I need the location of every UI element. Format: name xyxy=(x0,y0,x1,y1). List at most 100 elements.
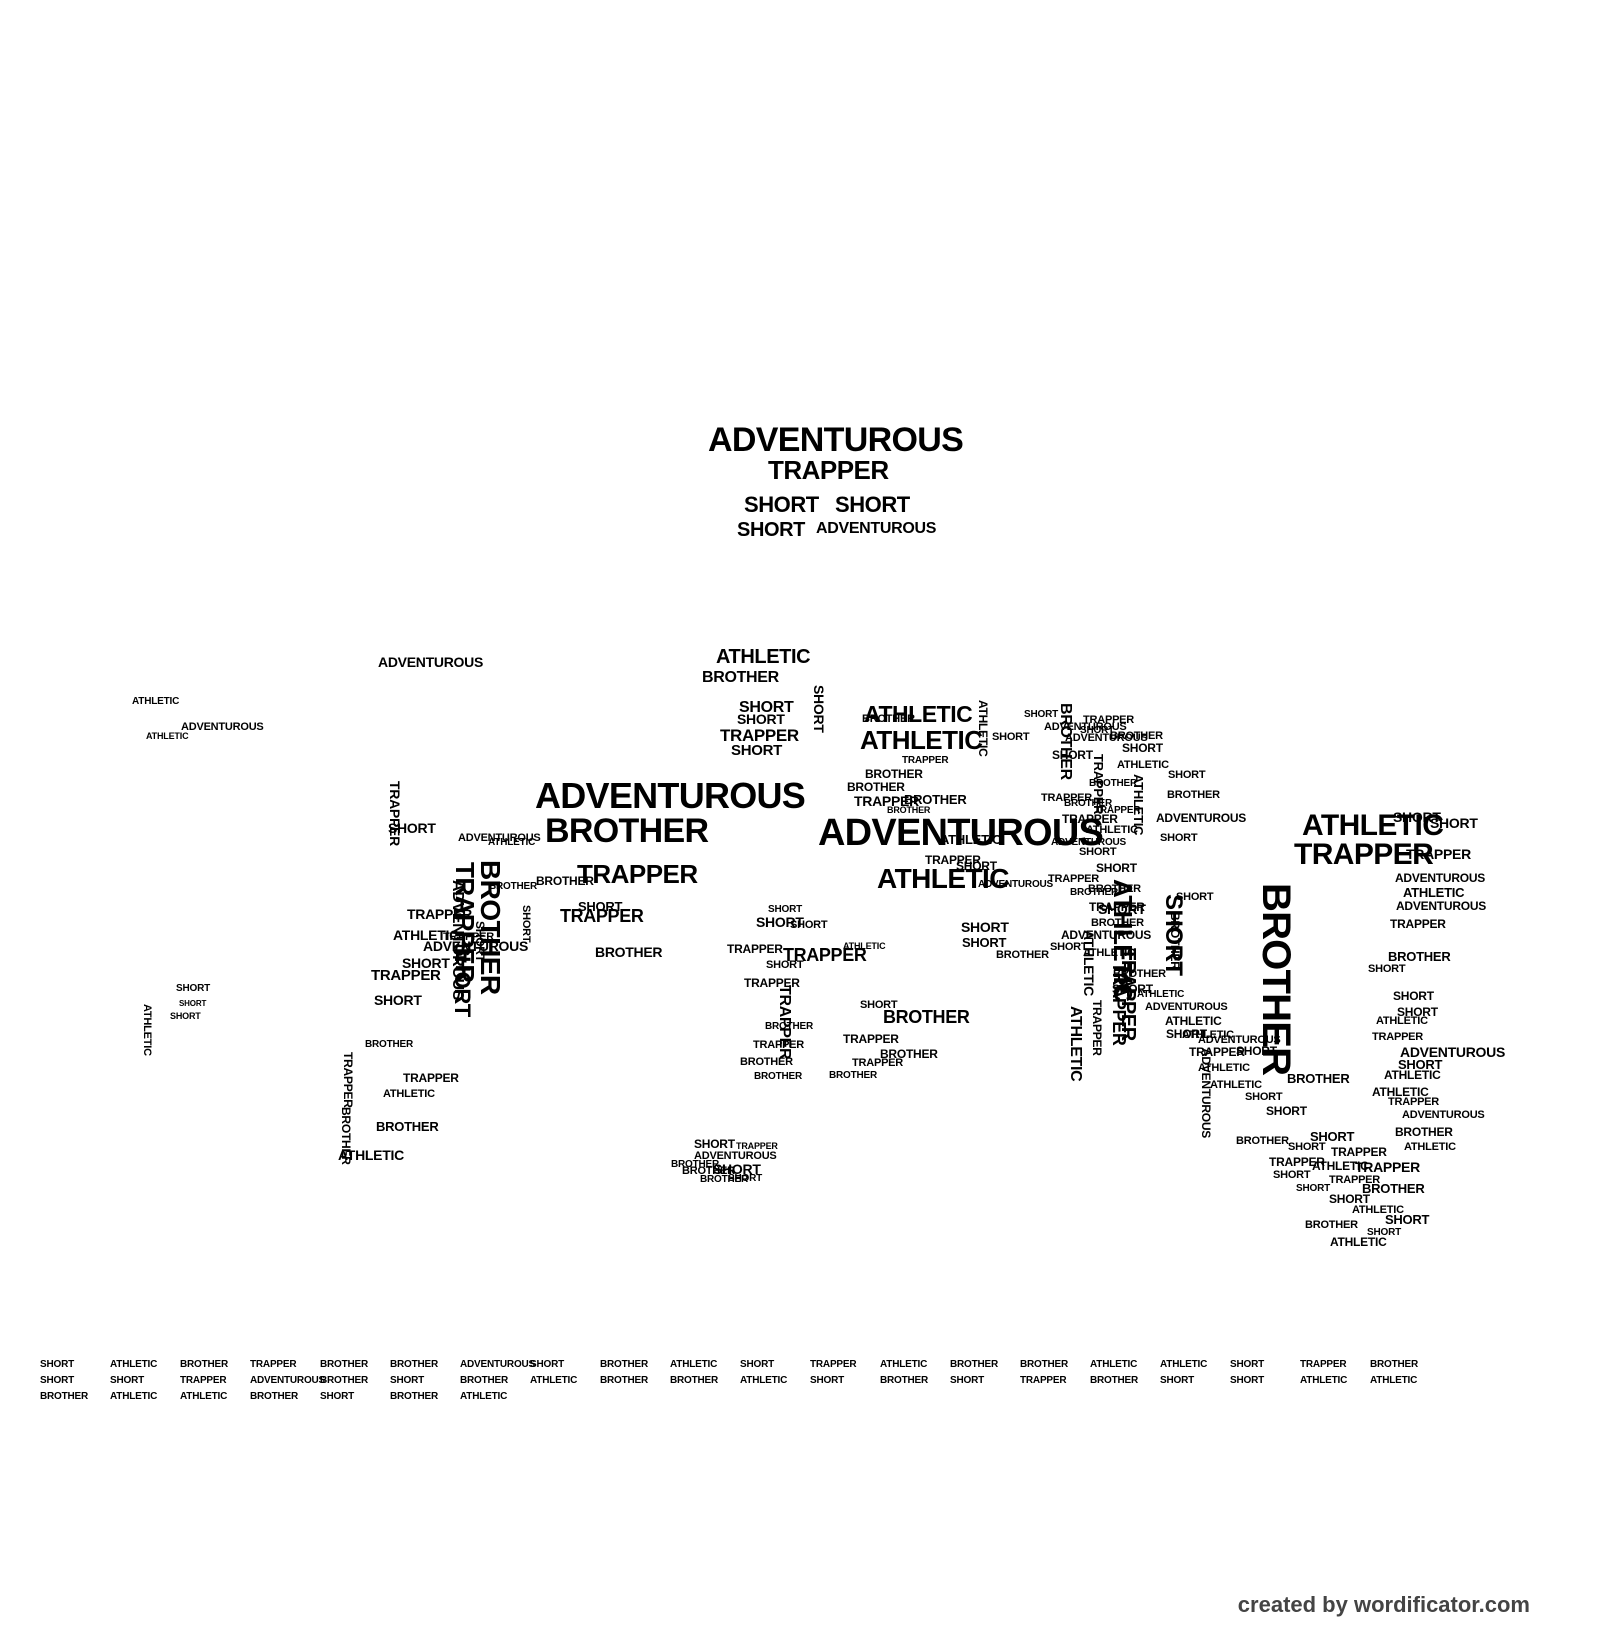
cloud-word-athletic: ATHLETIC xyxy=(1117,759,1169,771)
cloud-word-trapper: TRAPPER xyxy=(1331,1145,1387,1159)
cloud-word-athletic: ATHLETIC xyxy=(1086,824,1138,836)
cloud-word-short: SHORT xyxy=(388,820,436,836)
cloud-word-brother: BROTHER xyxy=(595,944,663,960)
cloud-word-athletic: ATHLETIC xyxy=(1312,1159,1369,1173)
cloud-word-adventurous: ADVENTUROUS xyxy=(1400,1044,1506,1060)
cloud-word-trapper: TRAPPER xyxy=(1089,900,1145,914)
cloud-word-short: SHORT xyxy=(811,685,827,733)
cloud-word-short: SHORT xyxy=(1050,941,1088,953)
cloud-word-trapper: TRAPPER xyxy=(560,906,644,926)
cloud-word-short: SHORT xyxy=(962,935,1007,950)
cloud-word-athletic: ATHLETIC xyxy=(1165,1014,1222,1028)
cloud-word-trapper: TRAPPER xyxy=(1020,1375,1067,1386)
cloud-word-brother: BROTHER xyxy=(545,812,709,850)
cloud-word-brother: BROTHER xyxy=(1020,1359,1069,1370)
cloud-word-short: SHORT xyxy=(40,1359,75,1370)
cloud-word-athletic: ATHLETIC xyxy=(488,837,536,848)
cloud-word-trapper: TRAPPER xyxy=(1294,838,1434,871)
cloud-word-brother: BROTHER xyxy=(460,1375,509,1386)
cloud-word-brother: BROTHER xyxy=(754,1071,803,1082)
cloud-word-athletic: ATHLETIC xyxy=(530,1375,578,1386)
cloud-word-adventurous: ADVENTUROUS xyxy=(1044,721,1127,733)
cloud-word-athletic: ATHLETIC xyxy=(877,863,1009,894)
cloud-word-trapper: TRAPPER xyxy=(810,1359,857,1370)
cloud-word-athletic: ATHLETIC xyxy=(132,696,180,707)
cloud-word-athletic: ATHLETIC xyxy=(460,1391,508,1402)
cloud-word-brother: BROTHER xyxy=(765,1021,814,1032)
cloud-word-brother: BROTHER xyxy=(1088,883,1141,895)
cloud-word-short: SHORT xyxy=(1430,815,1478,831)
cloud-word-short: SHORT xyxy=(170,1011,201,1021)
cloud-word-athletic: ATHLETIC xyxy=(1198,1062,1250,1074)
cloud-word-short: SHORT xyxy=(1236,1044,1277,1058)
cloud-word-trapper: TRAPPER xyxy=(341,1052,355,1108)
cloud-word-short: SHORT xyxy=(1397,1005,1438,1019)
cloud-word-athletic: ATHLETIC xyxy=(1302,809,1444,842)
cloud-word-adventurous: ADVENTUROUS xyxy=(818,812,1104,854)
cloud-word-athletic: ATHLETIC xyxy=(1083,947,1135,959)
cloud-word-adventurous: ADVENTUROUS xyxy=(458,832,541,844)
cloud-word-athletic: ATHLETIC xyxy=(976,700,990,757)
cloud-word-athletic: ATHLETIC xyxy=(110,1391,158,1402)
cloud-word-trapper: TRAPPER xyxy=(443,931,495,943)
cloud-word-short: SHORT xyxy=(1168,769,1206,781)
cloud-word-brother: BROTHER xyxy=(671,1159,720,1170)
cloud-word-trapper: TRAPPER xyxy=(371,967,441,984)
cloud-word-trapper: TRAPPER xyxy=(902,755,949,766)
cloud-word-brother: BROTHER xyxy=(1070,887,1119,898)
cloud-word-short: SHORT xyxy=(1166,1027,1207,1041)
cloud-word-athletic: ATHLETIC xyxy=(1160,1359,1208,1370)
cloud-word-short: SHORT xyxy=(520,905,532,943)
cloud-word-short: SHORT xyxy=(992,731,1030,743)
cloud-word-short: SHORT xyxy=(1367,1227,1402,1238)
cloud-word-brother: BROTHER xyxy=(865,767,923,781)
cloud-word-short: SHORT xyxy=(713,1161,761,1177)
cloud-word-adventurous: ADVENTUROUS xyxy=(1198,1034,1281,1046)
cloud-word-athletic: ATHLETIC xyxy=(180,1391,228,1402)
cloud-word-brother: BROTHER xyxy=(1395,1125,1453,1139)
cloud-word-brother: BROTHER xyxy=(880,1047,938,1061)
cloud-word-athletic: ATHLETIC xyxy=(1372,1085,1429,1099)
cloud-word-short: SHORT xyxy=(1393,809,1441,825)
cloud-word-adventurous: ADVENTUROUS xyxy=(1396,899,1487,913)
cloud-word-brother: BROTHER xyxy=(1090,1375,1139,1386)
cloud-word-adventurous: ADVENTUROUS xyxy=(250,1375,326,1386)
cloud-word-short: SHORT xyxy=(744,492,819,517)
cloud-word-short: SHORT xyxy=(1176,891,1214,903)
cloud-word-short: SHORT xyxy=(578,899,623,914)
cloud-word-short: SHORT xyxy=(756,914,804,930)
cloud-word-adventurous: ADVENTUROUS xyxy=(449,880,466,1001)
cloud-word-brother: BROTHER xyxy=(880,1375,929,1386)
cloud-word-trapper: TRAPPER xyxy=(387,781,403,846)
cloud-word-athletic: ATHLETIC xyxy=(843,941,886,951)
cloud-word-athletic: ATHLETIC xyxy=(383,1088,435,1100)
cloud-word-brother: BROTHER xyxy=(390,1359,439,1370)
cloud-word-short: SHORT xyxy=(1160,832,1198,844)
cloud-word-brother: BROTHER xyxy=(1064,798,1113,809)
cloud-word-trapper: TRAPPER xyxy=(744,976,800,990)
cloud-word-short: SHORT xyxy=(1122,741,1163,755)
cloud-word-trapper: TRAPPER xyxy=(1048,873,1100,885)
cloud-word-short: SHORT xyxy=(737,711,785,727)
cloud-word-adventurous: ADVENTUROUS xyxy=(1065,732,1148,744)
cloud-word-adventurous: ADVENTUROUS xyxy=(978,879,1054,890)
cloud-word-athletic: ATHLETIC xyxy=(860,725,983,755)
cloud-word-athletic: ATHLETIC xyxy=(716,646,811,668)
cloud-word-athletic: ATHLETIC xyxy=(1403,885,1465,900)
cloud-word-trapper: TRAPPER xyxy=(783,945,867,965)
cloud-word-short: SHORT xyxy=(1098,901,1146,917)
cloud-word-brother: BROTHER xyxy=(740,1056,793,1068)
cloud-word-short: SHORT xyxy=(1112,982,1153,996)
cloud-word-brother: BROTHER xyxy=(536,874,594,888)
cloud-word-brother: BROTHER xyxy=(320,1375,369,1386)
cloud-word-brother: BROTHER xyxy=(887,805,931,815)
cloud-word-short: SHORT xyxy=(1230,1359,1265,1370)
cloud-word-brother: BROTHER xyxy=(682,1165,735,1177)
cloud-word-short: SHORT xyxy=(1024,709,1059,720)
cloud-word-athletic: ATHLETIC xyxy=(141,1004,153,1056)
cloud-word-athletic: ATHLETIC xyxy=(393,927,459,943)
cloud-word-brother: BROTHER xyxy=(390,1391,439,1402)
cloud-word-athletic: ATHLETIC xyxy=(940,832,1002,847)
cloud-word-short: SHORT xyxy=(810,1375,845,1386)
